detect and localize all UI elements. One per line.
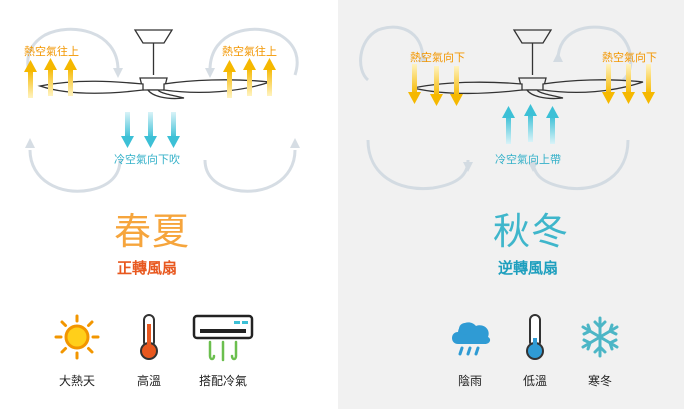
air-conditioner-label: 搭配冷氣 xyxy=(198,374,247,388)
hot-air-down-arrows-right xyxy=(602,64,655,104)
cold-air-up-label: 冷空氣向上帶 xyxy=(495,153,561,166)
cold-air-down-label: 冷空氣向下吹 xyxy=(114,153,180,166)
thermometer-hot-label: 高溫 xyxy=(136,374,161,388)
season-title-summer: 春夏 xyxy=(114,210,190,253)
cold-air-down-arrows xyxy=(121,112,180,148)
winter-fan-diagram xyxy=(359,25,655,191)
summer-panel: 熱空氣往上 熱空氣往上 冷空氣向下吹 春夏 正轉風扇 大熱天 高溫 xyxy=(0,0,338,409)
summer-fan-diagram xyxy=(24,27,300,193)
fan-mode-reverse: 逆轉風扇 xyxy=(498,259,559,277)
hot-air-up-label-left: 熱空氣往上 xyxy=(24,45,79,58)
sun-icon xyxy=(52,312,102,362)
sun-label: 大熱天 xyxy=(58,374,95,388)
ceiling-fan-icon xyxy=(37,29,271,100)
hot-air-down-arrows-left xyxy=(408,64,463,106)
season-title-winter: 秋冬 xyxy=(493,210,569,253)
hot-air-up-arrows-left xyxy=(24,58,77,98)
cold-air-up-arrows xyxy=(502,104,559,144)
hot-air-up-label-right: 熱空氣往上 xyxy=(222,45,277,58)
hot-air-up-arrows-right xyxy=(223,58,276,98)
thermometer-cold-label: 低溫 xyxy=(522,374,547,388)
circulation-arrows-left xyxy=(26,27,299,193)
hot-air-down-label-left: 熱空氣向下 xyxy=(410,51,465,64)
snowflake-icon xyxy=(578,314,622,360)
ceiling-fan-icon xyxy=(412,29,644,100)
rain-cloud-label: 陰雨 xyxy=(457,374,482,388)
air-conditioner-icon xyxy=(192,314,254,364)
fan-mode-forward: 正轉風扇 xyxy=(117,259,178,277)
hot-air-down-label-right: 熱空氣向下 xyxy=(602,51,657,64)
thermometer-hot-icon xyxy=(137,312,161,362)
winter-panel: 熱空氣向下 熱空氣向下 冷空氣向上帶 秋冬 逆轉風扇 陰雨 低溫 xyxy=(338,0,684,409)
thermometer-cold-icon xyxy=(523,312,547,362)
snowflake-label: 寒冬 xyxy=(587,374,612,388)
rain-cloud-icon xyxy=(448,314,492,360)
